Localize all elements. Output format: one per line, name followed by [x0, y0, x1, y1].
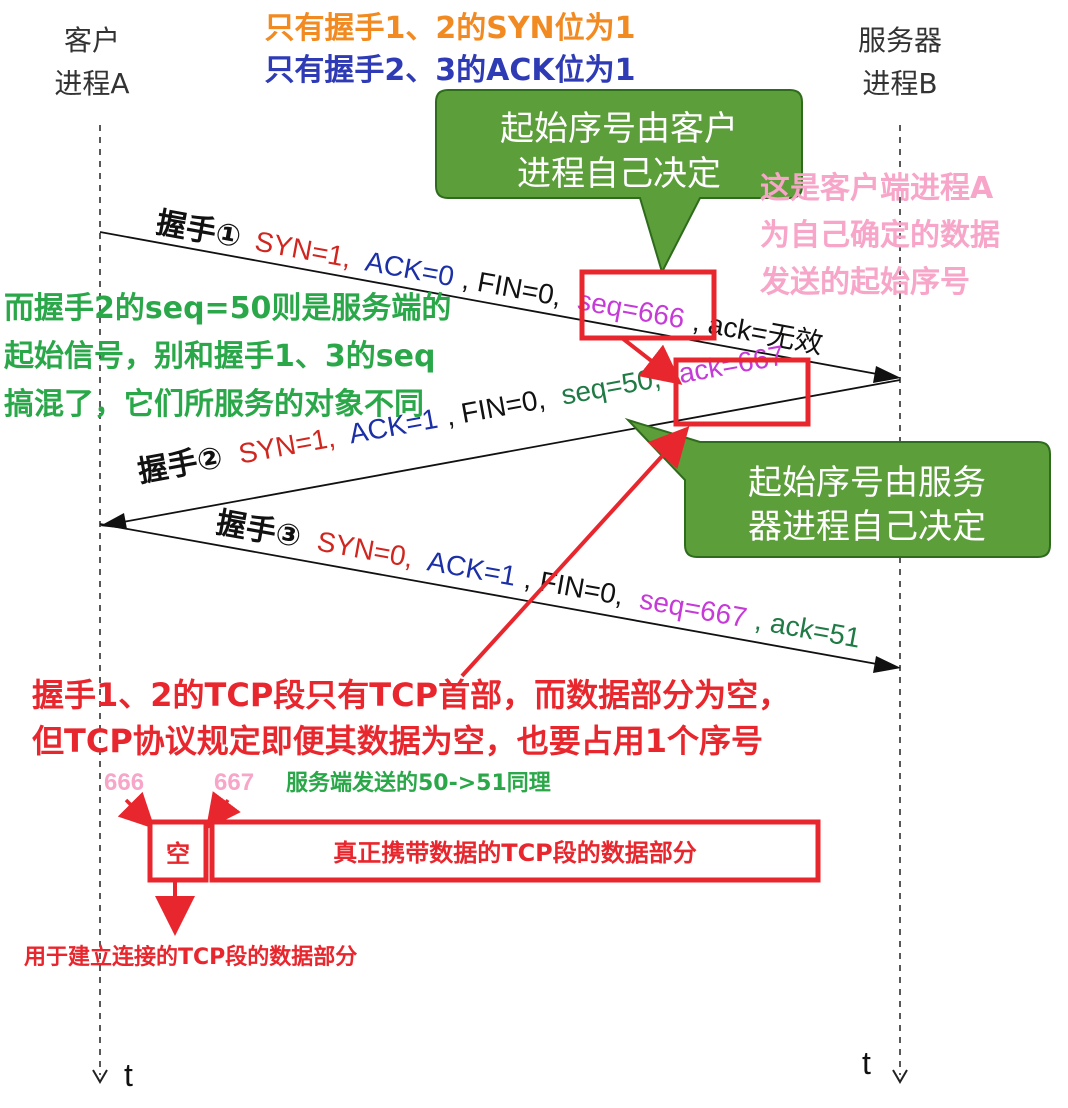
client-header-line1: 客户: [64, 24, 120, 57]
real-data-box: [209, 819, 821, 883]
handshake1-ack: ACK=0: [363, 246, 457, 293]
note-to-ack-arrow: [460, 426, 690, 678]
seq-667-label: 667: [214, 769, 254, 796]
pink-note-line3: 发送的起始序号: [759, 265, 970, 300]
real-data-box-label: 真正携带数据的TCP段的数据部分: [333, 839, 697, 867]
server-seq-callout-line2: 器进程自己决定: [748, 507, 986, 547]
pink-note-line1: 这是客户端进程A: [760, 171, 994, 206]
ack667-highlight: [673, 357, 811, 427]
ack-note: 只有握手2、3的ACK位为1: [264, 53, 635, 88]
client-seq-callout: 起始序号由客户 进程自己决定: [435, 89, 803, 275]
green-note-line2: 起始信号，别和握手1、3的seq: [4, 339, 435, 374]
server-same-note: 服务端发送的50->51同理: [286, 770, 551, 796]
client-time-label: t: [124, 1057, 133, 1093]
server-seq-callout: 起始序号由服务 器进程自己决定: [624, 417, 1051, 558]
handshake2-fin: , FIN=0,: [443, 383, 547, 432]
arrow-666-to-box: [117, 791, 155, 829]
empty-data-box-label: 空: [166, 840, 190, 868]
arrow-right-icon: [873, 366, 901, 383]
handshake1-seq: seq=666: [575, 284, 687, 334]
server-time-label: t: [862, 1045, 871, 1081]
handshake2-label: 握手②: [135, 440, 225, 490]
seq-to-ack-arrow: [620, 336, 683, 385]
green-note-line1: 而握手2的seq=50则是服务端的: [4, 291, 451, 326]
empty-data-box: [147, 819, 209, 883]
handshake2-syn: SYN=1,: [236, 422, 337, 470]
pink-note-line2: 为自己确定的数据: [760, 218, 1000, 253]
handshake2-seq: seq=50,: [559, 362, 663, 411]
bottom-note-line1: 握手1、2的TCP段只有TCP首部，而数据部分为空，: [32, 676, 790, 714]
syn-note: 只有握手1、2的SYN位为1: [264, 11, 635, 46]
handshake3-fin: , FIN=0,: [522, 563, 626, 611]
server-header-line1: 服务器: [858, 24, 942, 57]
empty-box-description: 用于建立连接的TCP段的数据部分: [24, 944, 357, 970]
bottom-note-line2: 但TCP协议规定即便其数据为空，也要占用1个序号: [32, 722, 763, 760]
server-header-line2: 进程B: [862, 67, 937, 100]
handshake1-fin: , FIN=0,: [460, 263, 564, 312]
arrow-down-icon: [892, 1069, 908, 1084]
handshake1-arrow: [99, 231, 889, 377]
handshake1-label: 握手①: [154, 205, 244, 255]
handshake3-ack-num: , ack=51: [753, 604, 863, 653]
handshake1-syn: SYN=1,: [253, 225, 354, 273]
handshake3-arrow: [99, 523, 889, 667]
client-seq-callout-line2: 进程自己决定: [517, 154, 721, 194]
handshake2-arrow: [111, 379, 901, 525]
handshake3-seq: seq=667: [637, 584, 749, 634]
arrow-right-icon: [873, 656, 901, 673]
green-note-line3: 搞混了，它们所服务的对象不同: [4, 387, 424, 422]
seq666-highlight: [579, 269, 717, 341]
client-header-line2: 进程A: [54, 67, 129, 100]
seq-666-label: 666: [104, 769, 144, 796]
arrow-down-icon: [92, 1069, 108, 1084]
server-seq-callout-line1: 起始序号由服务: [748, 463, 986, 503]
client-seq-callout-line1: 起始序号由客户: [500, 109, 738, 149]
